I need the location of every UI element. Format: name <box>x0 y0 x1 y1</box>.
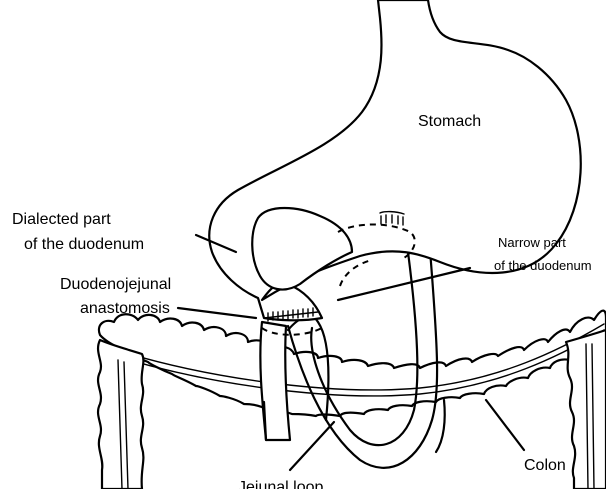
label-dilated-part-line2: of the duodenum <box>24 236 144 253</box>
transverse-colon <box>99 311 606 416</box>
leader-anastomosis <box>178 308 256 318</box>
label-narrow-part-line1: Narrow part <box>498 235 566 250</box>
label-anastomosis-line1: Duodenojejunal <box>60 276 171 293</box>
label-stomach: Stomach <box>418 113 481 130</box>
label-dilated-part-line1: Dialected part <box>12 211 111 228</box>
leader-colon <box>486 400 524 450</box>
label-narrow-part-line2: of the duodenum <box>494 258 592 273</box>
label-colon: Colon <box>524 457 566 474</box>
label-jejunal-loop: Jejunal loop <box>238 479 324 489</box>
leader-jejunal-loop <box>290 422 334 470</box>
leader-narrow-part <box>338 268 470 300</box>
jejunal-lower-right <box>436 400 445 452</box>
narrow-duodenum-dashed-2 <box>340 260 372 286</box>
stomach-group <box>209 0 580 335</box>
label-anastomosis-line2: anastomosis <box>80 300 170 317</box>
